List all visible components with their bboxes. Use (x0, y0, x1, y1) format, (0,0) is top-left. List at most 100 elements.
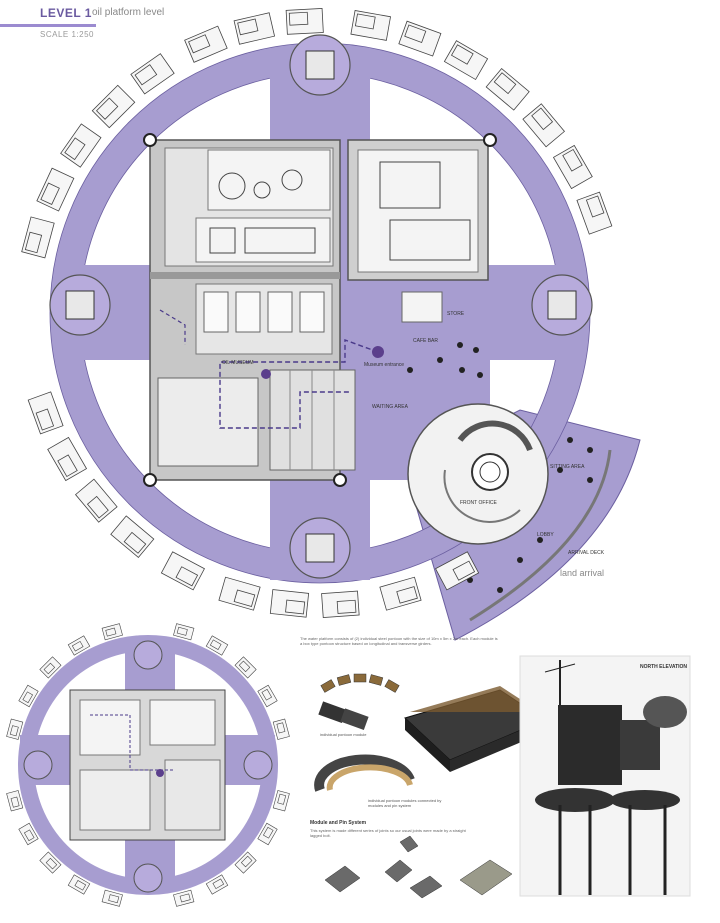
sheet-title: LEVEL 1 (40, 6, 92, 20)
cabin-bed (450, 44, 474, 65)
cabin-bed (23, 829, 35, 842)
cabin-bed (212, 878, 225, 890)
cabin-unit (27, 391, 64, 435)
cabin-unit (18, 684, 39, 708)
label-cafe-bar: CAFE BAR (413, 338, 439, 344)
panel-intro-text: The water platform consists of (2) indiv… (300, 636, 498, 646)
north-elevation-label: NORTH ELEVATION (640, 664, 688, 670)
cabin-bed (179, 893, 191, 903)
cabin-unit (74, 478, 118, 523)
label-sitting-area: SITTING AREA (550, 464, 585, 470)
cabin-bed (188, 34, 211, 54)
cabin-bed (277, 793, 287, 805)
cabin-bed (240, 855, 253, 868)
main-plan (21, 8, 641, 641)
cabin-unit (485, 67, 530, 111)
cabin-unit (350, 10, 391, 41)
cabin-unit (379, 576, 422, 611)
label-module-1: individual pontoon module (320, 732, 367, 737)
cabin-unit (91, 84, 136, 129)
cabin-unit (443, 40, 489, 81)
cabin-ring (21, 8, 613, 618)
cabin-bed (175, 566, 199, 587)
cabin-bed (263, 826, 274, 839)
detail-panel (314, 655, 691, 899)
small-plan (6, 623, 290, 907)
cabin-bed (86, 495, 109, 519)
cabin-unit (233, 12, 276, 45)
cabin-unit (205, 874, 229, 895)
cabin-bed (95, 97, 119, 120)
cabin-unit (398, 20, 442, 57)
cabin-bed (57, 454, 78, 478)
cabin-unit (173, 889, 195, 907)
cabin-bed (354, 13, 376, 30)
cabin-unit (321, 590, 360, 618)
cabin-bed (71, 640, 84, 652)
cabin-bed (35, 408, 55, 431)
cabin-unit (18, 822, 39, 846)
cabin-bed (22, 691, 33, 704)
cabin-unit (39, 656, 62, 679)
cabin-bed (336, 599, 357, 614)
cabin-unit (21, 216, 55, 259)
cabin-bed (74, 880, 87, 891)
cabin-bed (64, 137, 86, 161)
cabin-unit (184, 25, 228, 63)
label-arrival-deck: ARRIVAL DECK (568, 550, 605, 556)
cabin-bed (209, 639, 222, 650)
title-underline (0, 24, 96, 27)
cabin-unit (39, 851, 62, 874)
cabin-unit (257, 822, 278, 846)
arrival-deck-rail (469, 449, 612, 622)
label-waiting-area: WAITING AREA (372, 404, 408, 410)
label-module-2: individual pontoon modules connected by … (368, 798, 442, 808)
cabin-bed (105, 627, 117, 637)
cabin-bed (261, 688, 273, 701)
museum-entrance-dot (372, 346, 384, 358)
cabin-unit (576, 191, 613, 235)
cabin-bed (10, 796, 20, 808)
cabin-unit (160, 551, 205, 591)
cabin-bed (134, 64, 158, 86)
cabin-bed (24, 231, 43, 254)
cabin-bed (40, 182, 60, 205)
cabin-unit (6, 790, 24, 812)
cabin-bed (585, 195, 605, 218)
cabin-unit (67, 635, 91, 656)
cabin-unit (36, 167, 75, 212)
cabin-bed (45, 857, 58, 870)
cabin-unit (218, 576, 261, 611)
cabin-unit (101, 889, 123, 907)
cabin-bed (108, 894, 120, 904)
cabin-bed (493, 72, 517, 95)
cabin-unit (67, 874, 91, 895)
cabin-unit (110, 515, 155, 559)
cabin-unit (272, 718, 290, 740)
sheet-scale: SCALE 1:250 (40, 30, 94, 39)
cabin-bed (123, 531, 147, 554)
cabin-unit (257, 684, 278, 708)
cabin-unit (269, 589, 310, 618)
cabin-bed (238, 660, 251, 673)
cabin-unit (101, 623, 123, 641)
cabin-bed (276, 722, 286, 734)
cabin-bed (452, 560, 476, 581)
cabin-bed (43, 662, 56, 675)
cabin-unit (205, 635, 229, 656)
cabin-unit (173, 623, 195, 641)
cabin-bed (404, 24, 427, 43)
cabin-unit (552, 144, 593, 190)
module-pin-text: This system is made different series of … (310, 828, 466, 838)
cabin-bed (288, 11, 309, 26)
label-oil-museum: OIL MUSEUM (222, 360, 254, 366)
cabin-unit (272, 790, 290, 812)
module-pin-title: Module and Pin System (310, 820, 367, 826)
cabin-unit (234, 851, 257, 874)
cabin-unit (47, 436, 88, 482)
cabin-bed (285, 599, 306, 615)
cabin-bed (562, 148, 583, 172)
label-lobby: LOBBY (537, 532, 554, 538)
